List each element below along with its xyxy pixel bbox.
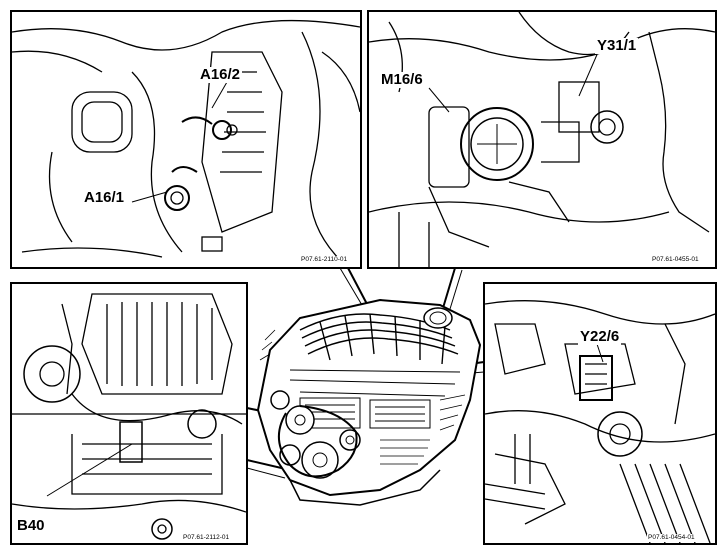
label-m16-6: M16/6 xyxy=(379,71,425,88)
detail-panel-bottom-left: B40 P07.61-2112-01 xyxy=(10,282,248,545)
detail-panel-top-left: A16/2 A16/1 P07.61-2110-01 xyxy=(10,10,362,269)
panel-drawing xyxy=(369,12,715,267)
label-a16-2: A16/2 xyxy=(198,66,243,83)
detail-panel-top-right: Y31/1 M16/6 P07.61-0455-01 xyxy=(367,10,717,269)
label-b40: B40 xyxy=(15,517,47,534)
figure-ref-code: P07.61-0455-01 xyxy=(651,256,700,264)
figure-ref-code: P07.61-2110-01 xyxy=(300,256,349,264)
panel-drawing xyxy=(12,293,246,540)
panel-drawing xyxy=(485,300,715,543)
label-y31-1: Y31/1 xyxy=(595,37,639,54)
panel-drawing xyxy=(12,19,360,263)
figure-ref-code: P07.61-0454-01 xyxy=(647,534,696,542)
detail-panel-bottom-right: Y22/6 P07.61-0454-01 xyxy=(483,282,717,545)
figure-ref-code: P07.61-2112-01 xyxy=(182,534,231,542)
label-y22-6: Y22/6 xyxy=(578,328,622,345)
label-a16-1: A16/1 xyxy=(82,189,127,206)
